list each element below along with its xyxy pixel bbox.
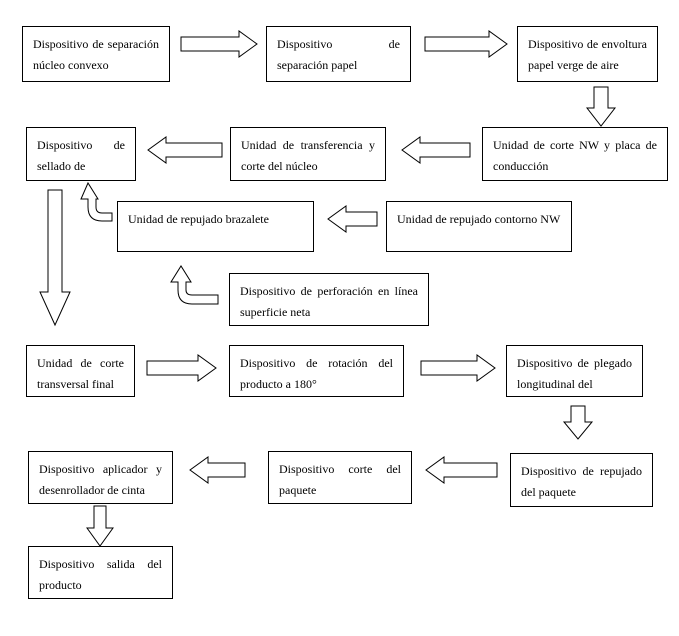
box-label: Dispositivo de envoltura papel verge de … <box>528 37 647 72</box>
box-nw-cutting: Unidad de corte NW y placa de conducción <box>482 127 668 181</box>
box-label: Dispositivo de plegado longitudinal del <box>517 356 632 391</box>
box-label: Dispositivo de separación papel <box>277 37 400 72</box>
box-label: Dispositivo aplicador y desenrollador de… <box>39 462 162 497</box>
box-label: Dispositivo de rotación del producto a 1… <box>240 356 393 391</box>
box-longitudinal-folding: Dispositivo de plegado longitudinal del <box>506 345 643 397</box>
arrow-left-icon <box>327 205 378 233</box>
arrow-right-icon <box>146 354 217 382</box>
curved-arrow-up-icon <box>170 265 219 305</box>
box-paper-separation: Dispositivo de separación papel <box>266 26 411 82</box>
box-label: Dispositivo corte del paquete <box>279 462 401 497</box>
box-label: Unidad de transferencia y corte del núcl… <box>241 138 375 173</box>
arrow-left-icon <box>147 136 223 164</box>
box-nw-contour-embossing: Unidad de repujado contorno NW <box>386 201 572 252</box>
box-nucleus-separation: Dispositivo de separación núcleo convexo <box>22 26 170 82</box>
arrow-right-icon <box>180 30 258 58</box>
curved-arrow-up-icon <box>80 181 113 222</box>
box-tape-applicator: Dispositivo aplicador y desenrollador de… <box>28 451 173 504</box>
box-core-transfer: Unidad de transferencia y corte del núcl… <box>230 127 386 181</box>
box-label: Unidad de repujado brazalete <box>128 212 269 226</box>
box-label: Dispositivo de separación núcleo convexo <box>33 37 159 72</box>
arrow-right-icon <box>424 30 508 58</box>
box-label: Dispositivo de perforación en línea supe… <box>240 284 418 319</box>
box-package-cutting: Dispositivo corte del paquete <box>268 451 412 504</box>
box-label: Unidad de repujado contorno NW <box>397 212 561 226</box>
box-package-embossing: Dispositivo de repujado del paquete <box>510 453 653 507</box>
box-sealing: Dispositivo de sellado de <box>26 127 136 181</box>
box-label: Dispositivo de sellado de <box>37 138 125 173</box>
box-final-transverse-cut: Unidad de corte transversal final <box>26 345 135 397</box>
arrow-left-icon <box>425 456 498 484</box>
box-label: Unidad de corte transversal final <box>37 356 124 391</box>
box-bracelet-embossing: Unidad de repujado brazalete <box>117 201 314 252</box>
arrow-down-icon <box>39 189 71 327</box>
arrow-down-icon <box>562 405 594 440</box>
box-label: Dispositivo de repujado del paquete <box>521 464 642 499</box>
box-label: Unidad de corte NW y placa de conducción <box>493 138 657 173</box>
box-label: Dispositivo salida del producto <box>39 557 162 592</box>
box-product-rotation: Dispositivo de rotación del producto a 1… <box>229 345 404 397</box>
box-inline-perforation: Dispositivo de perforación en línea supe… <box>229 273 429 326</box>
arrow-right-icon <box>420 354 496 382</box>
box-paper-wrapping: Dispositivo de envoltura papel verge de … <box>517 26 658 82</box>
arrow-left-icon <box>189 456 246 484</box>
arrow-down-icon <box>86 505 114 547</box>
box-product-output: Dispositivo salida del producto <box>28 546 173 599</box>
arrow-left-icon <box>401 136 471 164</box>
arrow-down-icon <box>585 86 617 127</box>
